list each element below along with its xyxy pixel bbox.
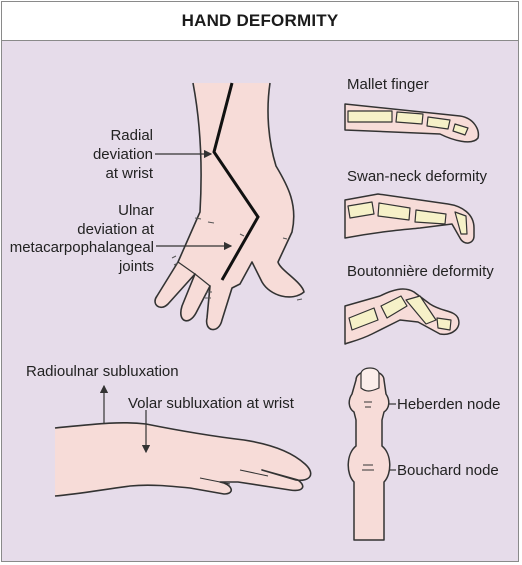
swan-neck-drawing bbox=[344, 193, 475, 244]
figure-title: HAND DEFORMITY bbox=[181, 11, 339, 30]
node-finger-drawing bbox=[347, 367, 391, 541]
heberden-node-label: Heberden node bbox=[397, 396, 500, 413]
volar-subluxation-label: Volar subluxation at wrist bbox=[128, 395, 295, 412]
title-bar: HAND DEFORMITY bbox=[2, 2, 518, 41]
knuckle-creases bbox=[171, 217, 303, 301]
deviation-axis-line bbox=[212, 82, 260, 281]
svg-text:Ulnar: Ulnar bbox=[118, 202, 154, 219]
ulnar-deviation-label: Ulnar deviation at metacarpophalangeal j… bbox=[10, 202, 155, 275]
svg-text:metacarpophalangeal: metacarpophalangeal bbox=[10, 239, 154, 256]
deviated-hand-drawing bbox=[154, 82, 305, 331]
svg-text:joints: joints bbox=[118, 258, 154, 275]
mallet-finger-label: Mallet finger bbox=[347, 76, 429, 93]
subluxation-arrows bbox=[99, 384, 151, 454]
bouchard-node-label: Bouchard node bbox=[397, 462, 499, 479]
boutonniere-drawing bbox=[344, 288, 460, 345]
boutonniere-label: Boutonnière deformity bbox=[347, 263, 494, 280]
mallet-finger-drawing bbox=[344, 103, 480, 143]
subluxated-hand-drawing bbox=[54, 421, 312, 497]
svg-text:Radial: Radial bbox=[110, 127, 153, 144]
swan-neck-label: Swan-neck deformity bbox=[347, 168, 488, 185]
svg-text:at wrist: at wrist bbox=[105, 165, 153, 182]
radial-deviation-label: Radial deviation at wrist bbox=[93, 127, 154, 182]
svg-text:deviation: deviation bbox=[93, 146, 153, 163]
svg-text:deviation at: deviation at bbox=[77, 221, 155, 238]
radioulnar-subluxation-label: Radioulnar subluxation bbox=[26, 363, 179, 380]
